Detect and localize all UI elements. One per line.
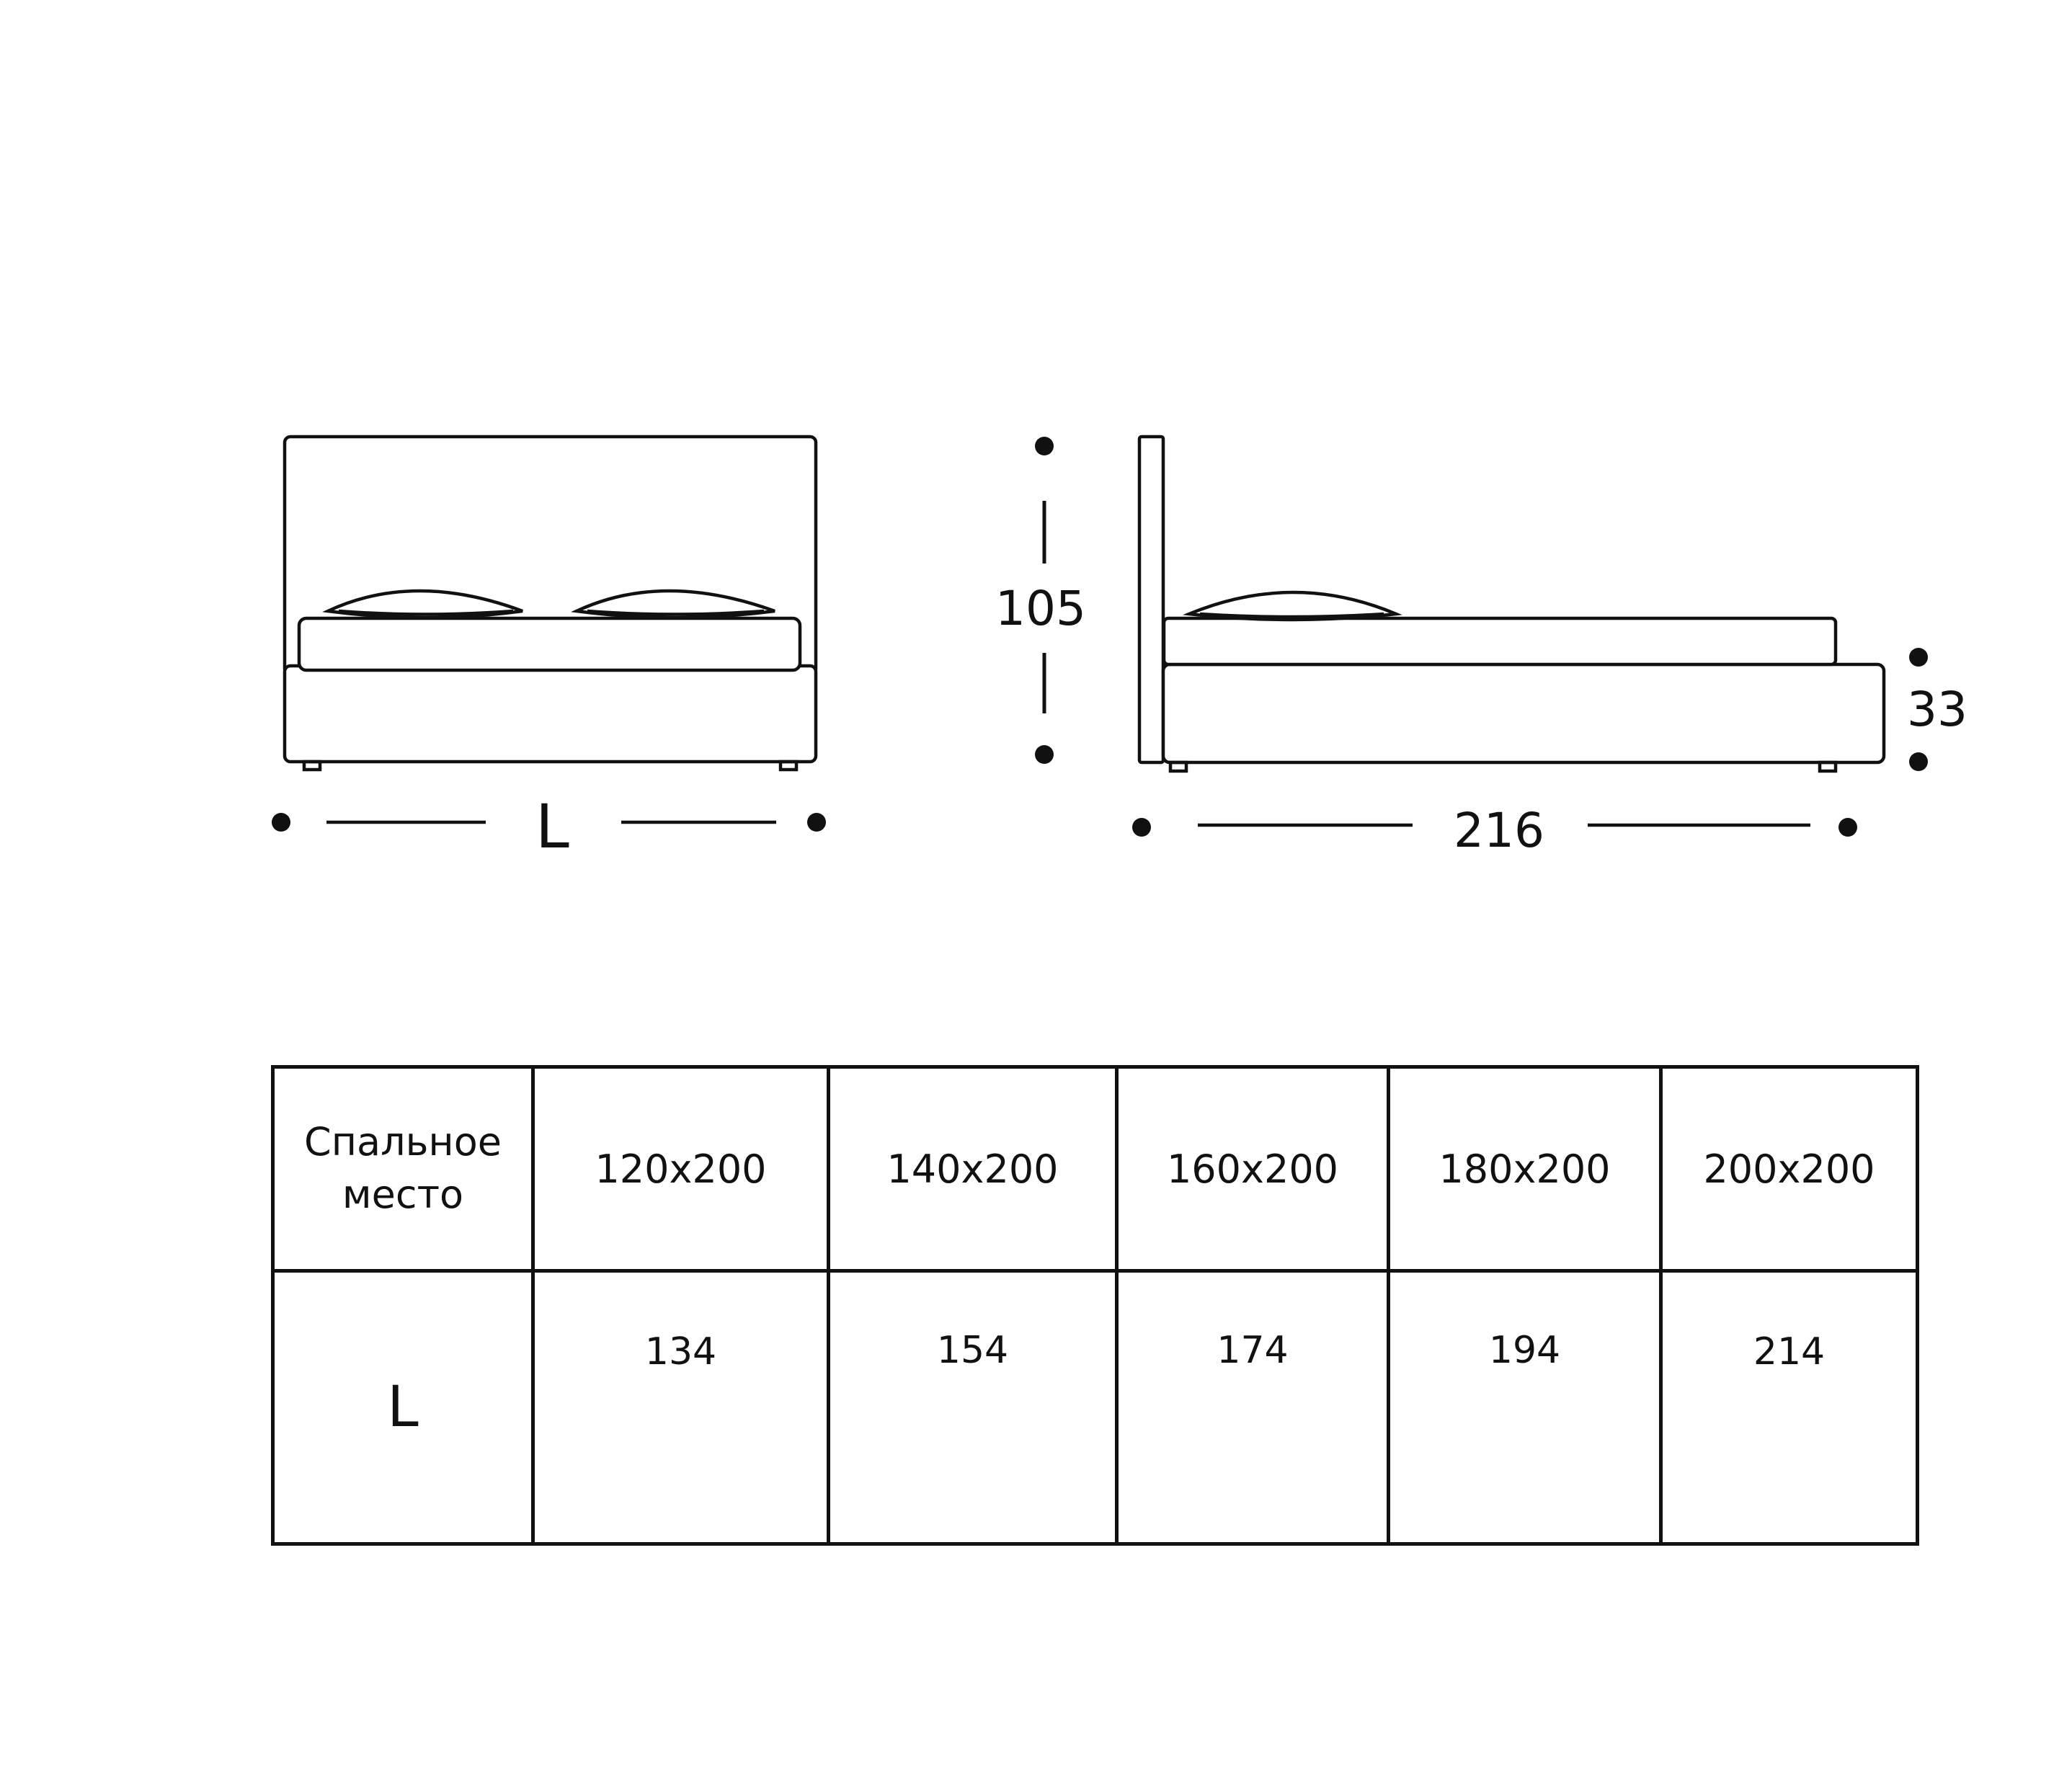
front-base	[283, 664, 818, 764]
front-view	[283, 435, 818, 772]
table-row: Спальное место 120x200 140x200 160x200 1…	[271, 1065, 1919, 1273]
width-cell: 174	[1115, 1269, 1390, 1546]
side-foot-left	[1168, 760, 1188, 773]
side-foot-right	[1818, 760, 1838, 773]
side-pillow	[1183, 590, 1402, 622]
dim-dot	[1909, 752, 1928, 771]
dim-dot	[1132, 818, 1151, 837]
size-cell: 200x200	[1659, 1065, 1919, 1273]
front-width-label: L	[535, 791, 569, 862]
side-mattress	[1162, 616, 1838, 667]
front-pillow-right	[571, 589, 775, 620]
dim-dot	[272, 813, 290, 832]
size-cell: 140x200	[827, 1065, 1119, 1273]
front-pillow-left-inner	[338, 609, 514, 616]
length-dimension	[1132, 818, 1857, 837]
length-label: 216	[1454, 803, 1544, 858]
table-row: L 134 154 174 194 214	[271, 1269, 1919, 1546]
side-headboard	[1137, 435, 1165, 765]
dim-dot	[1035, 437, 1054, 455]
width-cell: 194	[1387, 1269, 1663, 1546]
width-cell: 154	[827, 1269, 1119, 1546]
size-cell: 160x200	[1115, 1065, 1390, 1273]
width-row-header: L	[271, 1269, 535, 1546]
base-height-label: 33	[1907, 682, 1967, 737]
front-pillow-right-inner	[587, 609, 765, 616]
side-base	[1161, 662, 1886, 765]
size-cell: 120x200	[531, 1065, 830, 1273]
front-pillow-left	[322, 589, 523, 620]
side-view	[1137, 435, 1886, 773]
sleeping-place-header: Спальное место	[271, 1065, 535, 1273]
size-cell: 180x200	[1387, 1065, 1663, 1273]
front-mattress	[297, 616, 802, 672]
side-pillow-inner	[1199, 612, 1384, 619]
height-dimension	[1035, 437, 1054, 764]
dim-dot	[1909, 648, 1928, 667]
size-table: Спальное место 120x200 140x200 160x200 1…	[271, 1065, 1919, 1546]
width-cell: 134	[531, 1269, 830, 1546]
width-cell: 214	[1659, 1269, 1919, 1546]
height-label: 105	[995, 581, 1086, 636]
base-height-dimension	[1909, 648, 1928, 771]
dim-dot	[1035, 745, 1054, 764]
front-width-dimension	[272, 813, 826, 832]
dim-dot	[807, 813, 826, 832]
front-foot-left	[302, 760, 322, 772]
dim-dot	[1838, 818, 1857, 837]
front-foot-right	[778, 760, 799, 772]
